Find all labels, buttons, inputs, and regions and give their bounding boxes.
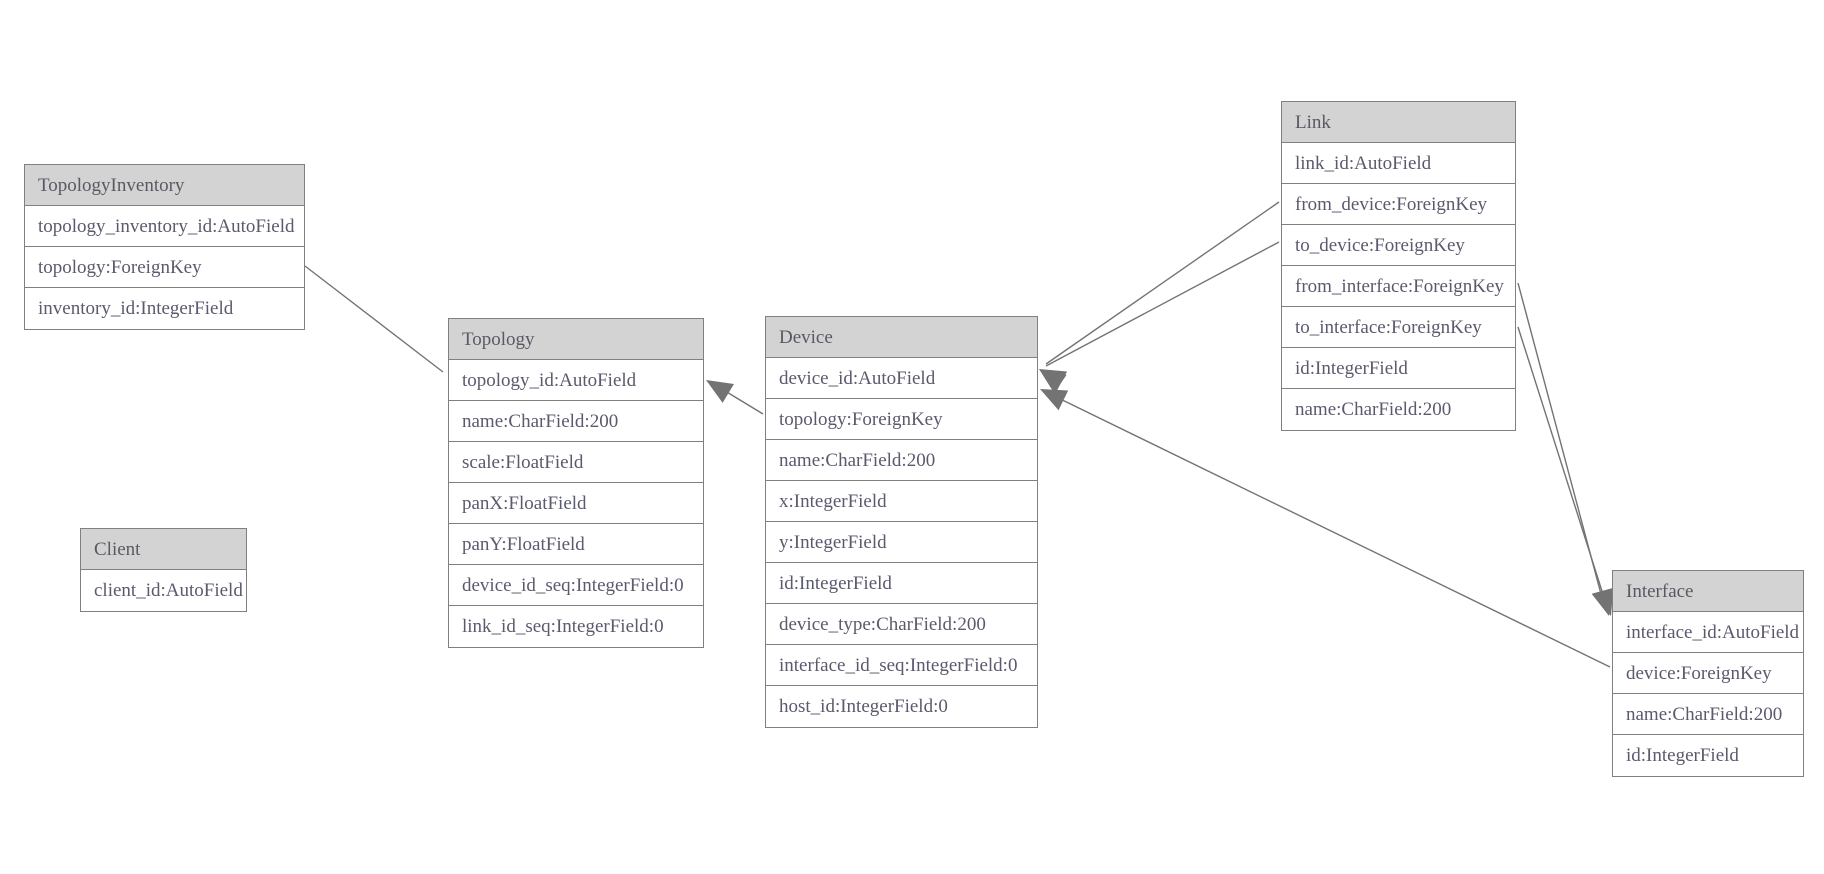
relationship-line [1517, 282, 1606, 610]
relationship-device-topology [706, 380, 764, 415]
relationship-line [1517, 326, 1609, 611]
relationship-link-fromdevice-device [1039, 201, 1280, 393]
relationship-link-frominterface-interface [1517, 282, 1613, 616]
entity-field: to_interface:ForeignKey [1282, 307, 1515, 348]
entity-title-topology-inventory: TopologyInventory [25, 165, 304, 206]
entity-field: device_id:AutoField [766, 358, 1037, 399]
entity-title-interface: Interface [1613, 571, 1803, 612]
entity-field: name:CharField:200 [449, 401, 703, 442]
entity-field: panY:FloatField [449, 524, 703, 565]
entity-field: from_device:ForeignKey [1282, 184, 1515, 225]
entity-field: interface_id_seq:IntegerField:0 [766, 645, 1037, 686]
entity-field: id:IntegerField [766, 563, 1037, 604]
entity-client[interactable]: Client client_id:AutoField [80, 528, 247, 612]
entity-field: topology_id:AutoField [449, 360, 703, 401]
relationship-line [1045, 241, 1280, 367]
relationship-line [304, 265, 444, 373]
relationship-link-todevice-device [1039, 241, 1280, 391]
relationship-line [1045, 201, 1280, 365]
entity-field: interface_id:AutoField [1613, 612, 1803, 653]
entity-field: y:IntegerField [766, 522, 1037, 563]
entity-field: x:IntegerField [766, 481, 1037, 522]
entity-field: id:IntegerField [1282, 348, 1515, 389]
entity-field: name:CharField:200 [766, 440, 1037, 481]
entity-field: device_type:CharField:200 [766, 604, 1037, 645]
entity-field: panX:FloatField [449, 483, 703, 524]
relationship-arrowhead [1039, 369, 1068, 391]
relationship-line [1047, 392, 1611, 668]
entity-field: topology_inventory_id:AutoField [25, 206, 304, 247]
entity-field: from_interface:ForeignKey [1282, 266, 1515, 307]
relationship-arrowhead [706, 380, 734, 403]
entity-field: device:ForeignKey [1613, 653, 1803, 694]
entity-field: id:IntegerField [1626, 745, 1739, 766]
entity-field: link_id:AutoField [1282, 143, 1515, 184]
entity-field: name:CharField:200 [1613, 694, 1803, 735]
entity-field: device_id_seq:IntegerField:0 [449, 565, 703, 606]
entity-title-device: Device [766, 317, 1037, 358]
entity-field: client_id:AutoField [94, 580, 243, 601]
entity-title-link: Link [1282, 102, 1515, 143]
entity-title-client: Client [81, 529, 246, 570]
entity-field: host_id:IntegerField:0 [779, 696, 948, 717]
entity-fields-client: client_id:AutoField [81, 570, 246, 611]
relationship-link-tointerface-interface [1517, 326, 1614, 616]
entity-field: topology:ForeignKey [25, 247, 304, 288]
entity-field: topology:ForeignKey [766, 399, 1037, 440]
relationship-arrowhead [1040, 389, 1069, 411]
relationship-line [711, 382, 764, 415]
entity-field: scale:FloatField [449, 442, 703, 483]
entity-field: inventory_id:IntegerField [38, 298, 234, 319]
entity-field: link_id_seq:IntegerField:0 [462, 616, 664, 637]
entity-field: name:CharField:200 [1295, 399, 1452, 420]
entity-field: to_device:ForeignKey [1282, 225, 1515, 266]
entity-title-topology: Topology [449, 319, 703, 360]
